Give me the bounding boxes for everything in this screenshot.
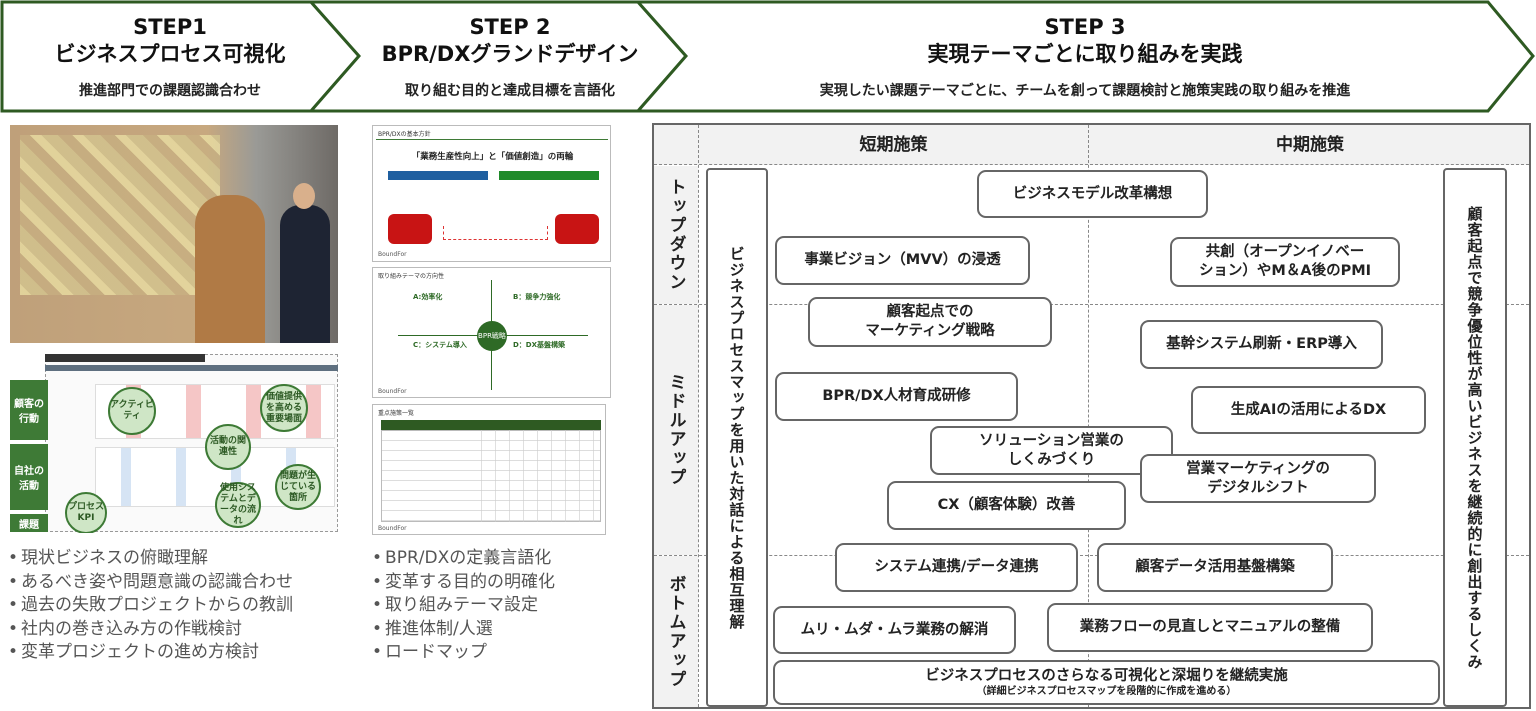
measure-box: 生成AIの活用によるDX xyxy=(1191,386,1426,434)
measure-box: 共創（オープンイノベーション）やM＆A後のPMI xyxy=(1170,237,1400,287)
measure-label: BPR/DX人材育成研修 xyxy=(822,388,971,404)
bullet-item: 推進体制/人選 xyxy=(372,618,555,642)
slide-brand: BoundFor xyxy=(378,388,407,395)
bullet-item: 変革する目的の明確化 xyxy=(372,571,555,595)
callout-bubble: 使用システムとデータの流れ xyxy=(215,482,261,528)
map-row-label: 顧客の行動 xyxy=(10,380,48,440)
callout-bubble: アクティビティ xyxy=(108,387,156,435)
step1-header: STEP1 ビジネスプロセス可視化 推進部門での課題認識合わせ xyxy=(10,14,330,100)
step1-title: STEP1 xyxy=(133,15,207,39)
measure-box: ビジネスプロセスのさらなる可視化と深堀りを継続実施 （詳細ビジネスプロセスマップを… xyxy=(773,660,1440,705)
measure-box: 事業ビジョン（MVV）の浸透 xyxy=(775,236,1030,285)
slide-brand: BoundFor xyxy=(378,525,407,532)
bullet-item: 取り組みテーマ設定 xyxy=(372,594,555,618)
measure-label: 顧客起点での xyxy=(886,304,974,320)
step1-bullet-list: 現状ビジネスの俯瞰理解 あるべき姿や問題意識の認識合わせ 過去の失敗プロジェクト… xyxy=(8,547,293,665)
measure-label: 業務フローの見直しとマニュアルの整備 xyxy=(1079,619,1341,635)
measure-label: 営業マーケティングの xyxy=(1186,460,1330,477)
slide-header: 重点施策一覧 xyxy=(378,410,415,417)
step2-title: STEP 2 xyxy=(469,15,551,39)
step1-subtitle: ビジネスプロセス可視化 xyxy=(54,42,286,66)
bullet-item: 過去の失敗プロジェクトからの教訓 xyxy=(8,594,293,618)
step1-description: 推進部門での課題認識合わせ xyxy=(79,83,261,99)
slide-header: BPR/DXの基本方針 xyxy=(378,131,431,138)
row-middle-up: ミドルアップ xyxy=(654,305,698,555)
measure-label: デジタルシフト xyxy=(1207,479,1309,496)
bullet-item: あるべき姿や問題意識の認識合わせ xyxy=(8,571,293,595)
quadrant-label: A:効率化 xyxy=(413,293,443,301)
slide-brand: BoundFor xyxy=(378,251,407,258)
measure-box: BPR/DX人材育成研修 xyxy=(775,372,1018,421)
measure-box: ムリ・ムダ・ムラ業務の解消 xyxy=(773,606,1016,654)
measure-label: 共創（オープンイノベー xyxy=(1205,244,1365,260)
measure-label: マーケティング戦略 xyxy=(865,323,995,339)
map-row-label: 課題 xyxy=(10,514,48,532)
step3-chevron xyxy=(634,0,1535,113)
measure-label: ソリューション営業の xyxy=(979,432,1124,449)
slide-header: 取り組みテーマの方向性 xyxy=(378,273,445,280)
workshop-photo xyxy=(10,125,338,343)
measure-label: 基幹システム刷新・ERP導入 xyxy=(1166,336,1357,352)
column-mid-term: 中期施策 xyxy=(1276,135,1344,155)
measure-label: CX（顧客体験）改善 xyxy=(937,497,1076,513)
slide-basic-policy: BPR/DXの基本方針 「業務生産性向上」と「価値創造」の両輪 BoundFor xyxy=(372,125,611,262)
slide-title: 「業務生産性向上」と「価値創造」の両輪 xyxy=(411,152,574,162)
callout-bubble: 問題が生じている箇所 xyxy=(275,464,321,510)
callout-bubble: 活動の関連性 xyxy=(205,424,251,470)
row-bottom-up: ボトムアップ xyxy=(654,556,698,707)
measure-box: ソリューション営業のしくみづくり xyxy=(930,426,1173,475)
measure-box: ビジネスモデル改革構想 xyxy=(977,170,1208,218)
step2-header: STEP 2 BPR/DXグランドデザイン 取り組む目的と達成目標を言語化 xyxy=(355,14,665,100)
map-row-label: 自社の活動 xyxy=(10,444,48,510)
step3-description: 実現したい課題テーマごとに、チームを創って課題検討と施策実践の取り組みを推進 xyxy=(819,83,1351,99)
measures-matrix: 短期施策 中期施策 トップダウン ミドルアップ ボトムアップ ビジネスプロセスマ… xyxy=(652,123,1531,709)
matrix-header xyxy=(654,125,1529,165)
step3-title: STEP 3 xyxy=(1044,15,1126,39)
callout-bubble: プロセスKPI xyxy=(65,492,107,533)
step2-subtitle: BPR/DXグランドデザイン xyxy=(381,42,639,66)
measure-box: 基幹システム刷新・ERP導入 xyxy=(1140,320,1383,369)
bullet-item: BPR/DXの定義言語化 xyxy=(372,547,555,571)
step2-description: 取り組む目的と達成目標を言語化 xyxy=(405,83,615,99)
bullet-item: 社内の巻き込み方の作戦検討 xyxy=(8,618,293,642)
right-band-continuous-creation: 顧客起点で競争優位性が高いビジネスを継続的に創出するしくみ xyxy=(1443,168,1507,707)
quadrant-label: D：DX基盤構築 xyxy=(513,341,566,349)
quadrant-label: C：システム導入 xyxy=(413,341,467,349)
step2-bullet-list: BPR/DXの定義言語化 変革する目的の明確化 取り組みテーマ設定 推進体制/人… xyxy=(372,547,555,665)
measure-label: 顧客データ活用基盤構築 xyxy=(1135,559,1295,575)
bullet-item: 現状ビジネスの俯瞰理解 xyxy=(8,547,293,571)
measure-label: 事業ビジョン（MVV）の浸透 xyxy=(804,252,1001,268)
bullet-item: 変革プロジェクトの進め方検討 xyxy=(8,641,293,665)
measure-label: ビジネスモデル改革構想 xyxy=(1012,185,1173,202)
measure-box: CX（顧客体験）改善 xyxy=(887,481,1126,530)
measure-label: しくみづくり xyxy=(1007,451,1096,468)
measure-label: 生成AIの活用によるDX xyxy=(1230,401,1387,418)
slide-key-measures: 重点施策一覧 BoundFor xyxy=(372,404,606,535)
measure-label: ビジネスプロセスのさらなる可視化と深堀りを継続実施 xyxy=(925,668,1288,684)
bpr-strategy-circle: BPR戦略 xyxy=(477,321,507,351)
measure-label: ムリ・ムダ・ムラ業務の解消 xyxy=(800,621,989,638)
measure-box: システム連携/データ連携 xyxy=(835,543,1078,592)
quadrant-label: B：競争力強化 xyxy=(513,293,561,301)
left-band-mutual-understanding: ビジネスプロセスマップを用いた対話による相互理解 xyxy=(706,168,768,707)
step3-header: STEP 3 実現テーマごとに取り組みを実践 実現したい課題テーマごとに、チーム… xyxy=(690,14,1480,100)
measure-box: 顧客起点でのマーケティング戦略 xyxy=(808,297,1052,347)
measure-box: 業務フローの見直しとマニュアルの整備 xyxy=(1047,603,1373,652)
measure-note: （詳細ビジネスプロセスマップを段階的に作成を進める） xyxy=(976,686,1237,697)
measure-label: ション）やM＆A後のPMI xyxy=(1198,263,1372,279)
measure-box: 営業マーケティングのデジタルシフト xyxy=(1140,454,1376,503)
measure-box: 顧客データ活用基盤構築 xyxy=(1097,543,1333,592)
row-top-down: トップダウン xyxy=(654,166,698,304)
measure-label: システム連携/データ連携 xyxy=(874,559,1039,575)
bullet-item: ロードマップ xyxy=(372,641,555,665)
callout-bubble: 価値提供を高める重要場面 xyxy=(260,384,308,432)
step3-subtitle: 実現テーマごとに取り組みを実践 xyxy=(927,42,1243,66)
slide-theme-direction: 取り組みテーマの方向性 BPR戦略 A:効率化 B：競争力強化 C：システム導入… xyxy=(372,267,611,398)
process-map-image: 顧客の行動 自社の活動 課題 アクティビティ 価値提供を高める重要場面 活動の関… xyxy=(10,352,338,533)
step-chevron-band xyxy=(0,0,1535,113)
column-short-term: 短期施策 xyxy=(859,135,928,155)
